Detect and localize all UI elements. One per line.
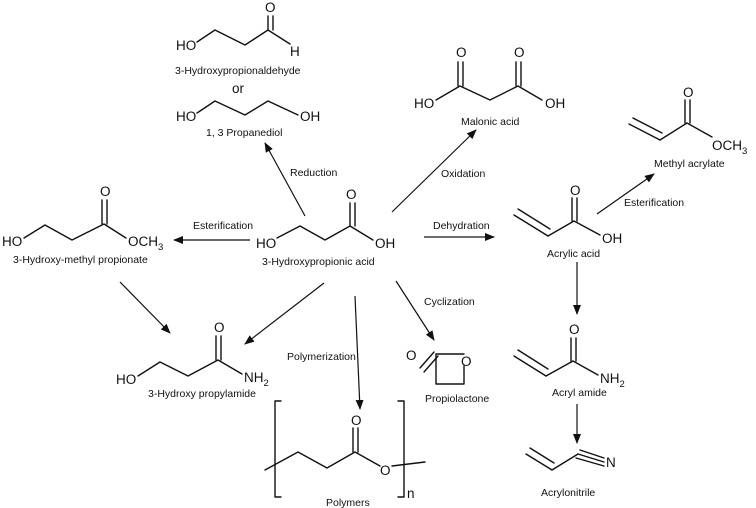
center-compound-label: 3-Hydroxypropionic acid: [262, 256, 375, 268]
hydroxypropionaldehyde-structure: HO O H 3-Hydroxypropionaldehyde: [175, 0, 301, 77]
subscript-n: n: [407, 486, 415, 501]
or-label: or: [232, 81, 245, 96]
atom-o: O: [461, 354, 472, 369]
propiolactone-label: Propiolactone: [425, 393, 489, 405]
arrow-polymerization: [354, 295, 364, 410]
atom-o: O: [100, 184, 111, 199]
atom-och3: OCH3: [712, 138, 747, 157]
hpa-label: 3-Hydroxypropionaldehyde: [175, 65, 301, 77]
acryl-amide-label: Acryl amide: [552, 387, 607, 399]
malonic-label: Malonic acid: [461, 116, 520, 128]
polymer-structure: O O n Polymers: [264, 400, 426, 508]
methyl-propionate-label: 3-Hydroxy-methyl propionate: [13, 254, 148, 266]
propiolactone-structure: O O Propiolactone: [406, 348, 489, 405]
polymerization-label: Polymerization: [287, 351, 356, 363]
arrow-to-amide: [244, 282, 325, 345]
acrylic-acid-structure: O OH Acrylic acid: [513, 183, 622, 260]
atom-o: O: [351, 413, 362, 428]
atom-nh2: NH2: [244, 370, 269, 389]
atom-o: O: [456, 45, 467, 60]
acrylonitrile-label: Acrylonitrile: [541, 487, 595, 499]
arrow-cyclization: [395, 280, 435, 341]
acryl-amide-structure: O NH2 Acryl amide: [513, 322, 625, 399]
atom-n: N: [606, 455, 616, 470]
esterification-right-label: Esterification: [624, 197, 684, 209]
atom-o: O: [514, 45, 525, 60]
hydroxy-methyl-propionate-structure: HO O OCH3 3-Hydroxy-methyl propionate: [2, 184, 163, 266]
arrow-propionate-to-amide: [119, 281, 171, 334]
atom-ho: HO: [176, 109, 196, 124]
arrow-reduction: [264, 142, 306, 217]
atom-o: O: [683, 85, 694, 100]
atom-nh2: NH2: [600, 371, 625, 390]
hydroxypropionic-acid-structure: HO O OH 3-Hydroxypropionic acid: [256, 187, 395, 268]
methyl-acrylate-label: Methyl acrylate: [654, 158, 725, 170]
atom-och3: OCH3: [128, 234, 163, 253]
atom-o: O: [406, 348, 417, 363]
atom-o: O: [380, 463, 391, 478]
amide-label: 3-Hydroxy propylamide: [148, 388, 256, 400]
reduction-label: Reduction: [290, 167, 337, 179]
dehydration-label: Dehydration: [433, 220, 490, 232]
oxidation-label: Oxidation: [441, 168, 486, 180]
atom-h: H: [290, 44, 300, 59]
pdo-label: 1, 3 Propanediol: [206, 127, 282, 139]
malonic-acid-structure: HO O O OH Malonic acid: [414, 45, 565, 128]
methyl-acrylate-structure: O OCH3 Methyl acrylate: [628, 85, 747, 170]
atom-oh: OH: [602, 231, 622, 246]
atom-ho: HO: [176, 38, 196, 53]
atom-o: O: [570, 183, 581, 198]
propanediol-structure: HO OH 1, 3 Propanediol: [176, 100, 320, 139]
atom-ho: HO: [2, 234, 22, 249]
arrow-oxidation: [391, 129, 477, 213]
atom-ho: HO: [256, 236, 276, 251]
acrylic-label: Acrylic acid: [547, 248, 600, 260]
atom-oh: OH: [375, 236, 395, 251]
atom-ho: HO: [116, 372, 136, 387]
atom-o: O: [569, 322, 580, 337]
hydroxy-propylamide-structure: HO O NH2 3-Hydroxy propylamide: [116, 320, 269, 400]
esterification-left-label: Esterification: [193, 220, 253, 232]
arrow-esterification-right: [596, 173, 655, 215]
atom-oh: OH: [545, 96, 565, 111]
cyclization-label: Cyclization: [424, 296, 475, 308]
atom-o: O: [265, 0, 276, 15]
polymers-label: Polymers: [326, 497, 370, 508]
atom-o: O: [346, 187, 357, 202]
acrylonitrile-structure: N Acrylonitrile: [525, 447, 616, 499]
atom-oh: OH: [300, 109, 320, 124]
atom-ho: HO: [414, 96, 434, 111]
atom-o: O: [214, 320, 225, 335]
